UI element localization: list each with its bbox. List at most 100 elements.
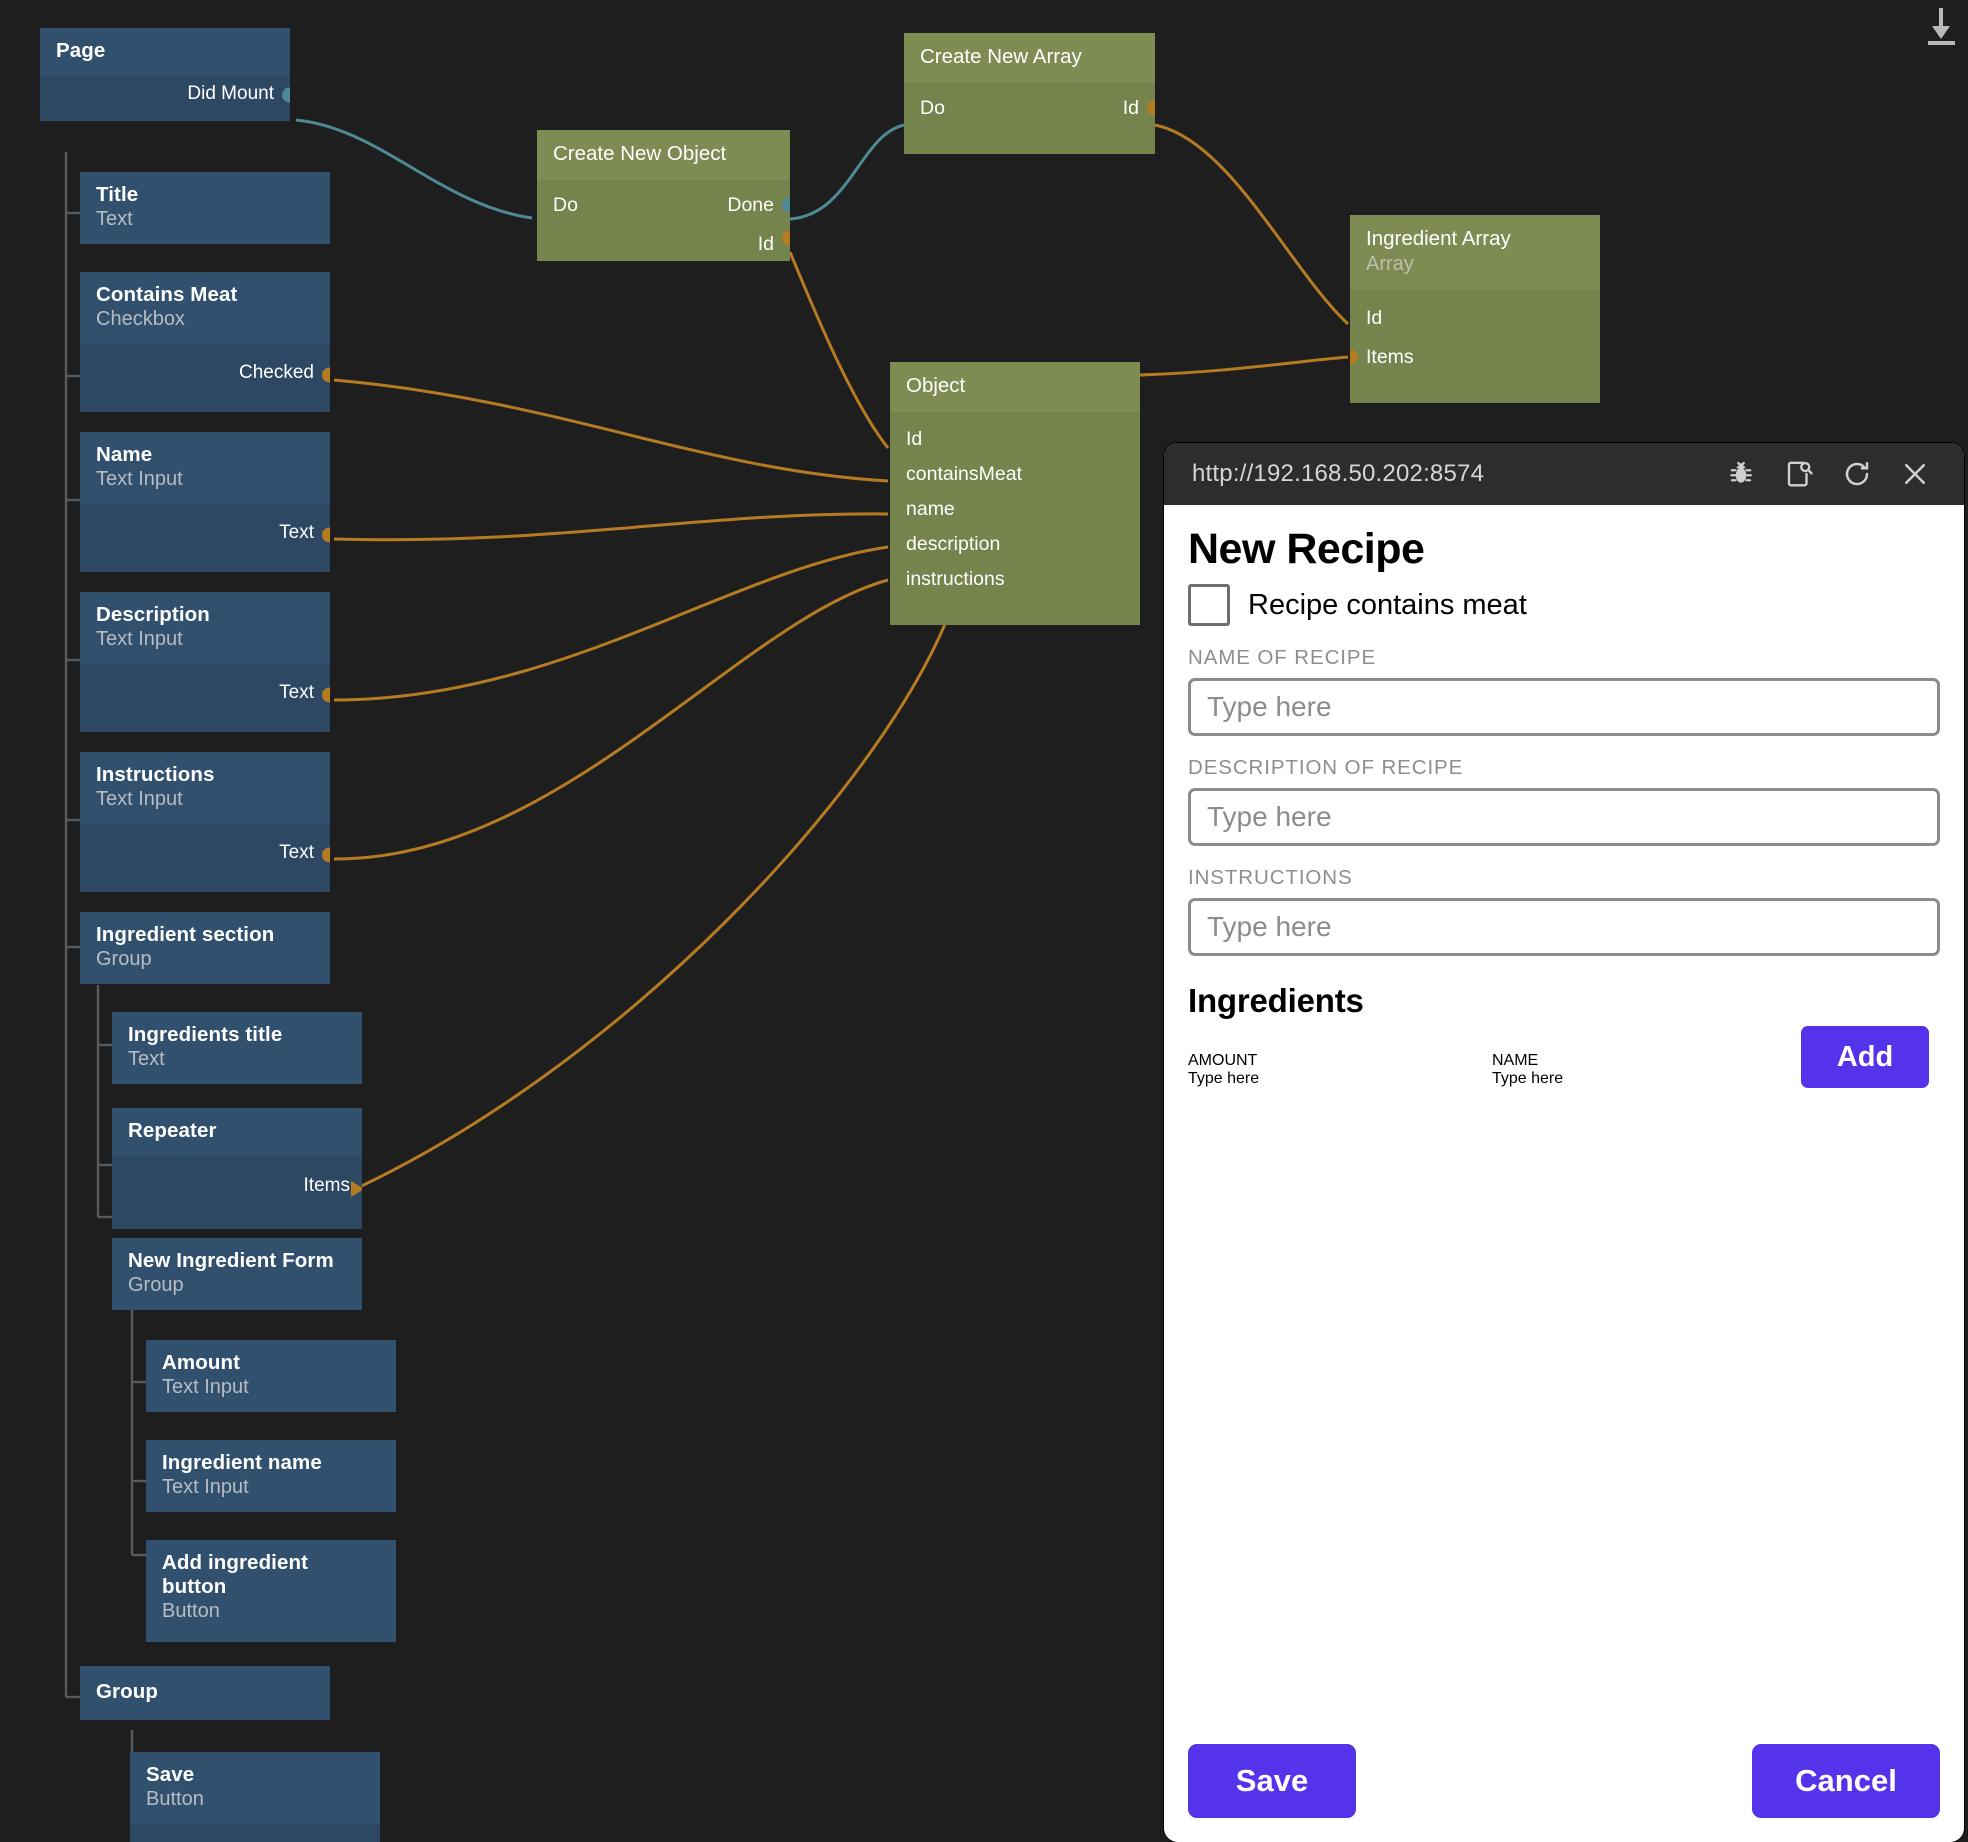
node-type: Group	[128, 1274, 184, 1297]
node-body: Id Items	[1350, 288, 1600, 403]
add-ingredient-button[interactable]: Add	[1801, 1026, 1929, 1089]
port-dot-icon[interactable]	[322, 847, 330, 863]
port-checked[interactable]: Checked	[80, 344, 330, 406]
description-of-recipe-input[interactable]: Type here	[1188, 788, 1940, 847]
node-title: Create New Object	[553, 142, 727, 165]
logic-node-ingredient-array[interactable]: Ingredient Array Array Id Items	[1350, 215, 1600, 403]
tree-node-repeater[interactable]: Repeater Items	[112, 1108, 362, 1230]
tree-node-new-ingredient-form[interactable]: New Ingredient Form Group	[112, 1238, 362, 1310]
output-label: Done	[727, 193, 774, 216]
logic-node-object[interactable]: Object Id containsMeat name description	[890, 362, 1140, 625]
cancel-button[interactable]: Cancel	[1752, 1744, 1940, 1818]
contains-meat-checkbox[interactable]	[1188, 584, 1230, 627]
node-title: Ingredients title	[128, 1023, 283, 1046]
port-dot-icon[interactable]	[282, 87, 290, 103]
node-title: Ingredient Array	[1366, 227, 1511, 250]
tree-node-group[interactable]: Group	[80, 1666, 330, 1721]
logic-row-do[interactable]: Do Id	[904, 89, 1155, 128]
node-type: Text Input	[96, 628, 183, 651]
address-bar[interactable]: http://192.168.50.202:8574	[1192, 460, 1485, 487]
tree-node-name[interactable]: Name Text Input Text	[80, 432, 330, 572]
close-icon[interactable]	[1886, 448, 1944, 500]
node-header: Ingredient name Text Input	[146, 1440, 396, 1512]
node-ports: Text	[80, 503, 330, 572]
field-label: INSTRUCTIONS	[1188, 866, 1353, 890]
inspect-icon[interactable]	[1770, 448, 1828, 500]
tree-node-ingredient-section[interactable]: Ingredient section Group	[80, 912, 330, 984]
tree-node-save[interactable]: Save Button	[130, 1752, 380, 1842]
ingredient-amount-input[interactable]: Type here	[1188, 1070, 1260, 1088]
node-ports: Did Mount	[40, 75, 290, 122]
download-icon[interactable]	[1924, 4, 1958, 45]
node-title: Title	[96, 183, 139, 206]
output-dot-icon[interactable]	[1147, 100, 1155, 116]
tree-node-contains-meat[interactable]: Contains Meat Checkbox Checked	[80, 272, 330, 412]
tree-node-ingredients-title[interactable]: Ingredients title Text	[112, 1012, 362, 1084]
contains-meat-row[interactable]: Recipe contains meat	[1188, 584, 1940, 627]
tree-node-amount[interactable]: Amount Text Input	[146, 1340, 396, 1412]
node-type: Text Input	[162, 1376, 249, 1399]
output-dot-icon[interactable]	[782, 197, 790, 213]
input-label: Id	[1366, 306, 1383, 329]
output-dot-icon[interactable]	[782, 230, 790, 246]
logic-row-id[interactable]: Id	[1350, 299, 1600, 338]
node-title: Object	[906, 374, 966, 397]
port-arrow-icon[interactable]	[351, 1181, 362, 1198]
port-label: Items	[303, 1175, 350, 1197]
input-dot-icon[interactable]	[1350, 349, 1358, 365]
field-label: NAME	[1492, 1052, 1539, 1070]
logic-row-containsmeat[interactable]: containsMeat	[890, 457, 1140, 492]
instructions-input[interactable]: Type here	[1188, 898, 1940, 957]
port-text[interactable]: Text	[80, 824, 330, 886]
node-ports: Items	[112, 1155, 362, 1230]
node-title: Contains Meat	[96, 283, 238, 306]
logic-row-name[interactable]: name	[890, 492, 1140, 527]
node-header: Group	[80, 1666, 330, 1720]
tree-node-ingredient-name[interactable]: Ingredient name Text Input	[146, 1440, 396, 1512]
node-header: Repeater	[112, 1108, 362, 1155]
logic-row-instructions[interactable]: instructions	[890, 562, 1140, 597]
port-label: Text	[279, 841, 314, 863]
output-label: Id	[757, 232, 774, 255]
port-items[interactable]: Items	[112, 1155, 362, 1223]
port-text[interactable]: Text	[80, 664, 330, 726]
logic-row-do[interactable]: Do Done	[537, 186, 790, 225]
port-label: Did Mount	[187, 83, 274, 105]
input-label: name	[906, 497, 955, 520]
logic-row-id[interactable]: Id	[890, 422, 1140, 457]
node-title: Page	[56, 39, 106, 62]
port-dot-icon[interactable]	[322, 687, 330, 703]
tree-node-description[interactable]: Description Text Input Text	[80, 592, 330, 732]
ingredient-name-input[interactable]: Type here	[1492, 1070, 1564, 1088]
logic-row-id[interactable]: Id	[537, 225, 790, 255]
node-ports: Text	[80, 663, 330, 732]
save-button[interactable]: Save	[1188, 1744, 1356, 1818]
input-label: instructions	[906, 567, 1005, 590]
node-type: Array	[1366, 252, 1414, 275]
node-title: Group	[96, 1680, 158, 1703]
ingredients-heading: Ingredients	[1188, 982, 1364, 1020]
port-text[interactable]: Text	[80, 504, 330, 566]
logic-row-description[interactable]: description	[890, 527, 1140, 562]
node-header: Create New Array	[904, 33, 1155, 83]
tree-node-page[interactable]: Page Did Mount	[40, 28, 290, 122]
tree-node-add-ingredient-button[interactable]: Add ingredient button Button	[146, 1540, 396, 1642]
tree-node-title[interactable]: Title Text	[80, 172, 330, 244]
node-type: Text	[96, 208, 133, 231]
name-of-recipe-input[interactable]: Type here	[1188, 678, 1940, 737]
port-dot-icon[interactable]	[322, 527, 330, 543]
input-label: Items	[1366, 345, 1414, 368]
bug-icon[interactable]	[1712, 448, 1770, 500]
tree-node-instructions[interactable]: Instructions Text Input Text	[80, 752, 330, 892]
reload-icon[interactable]	[1828, 448, 1886, 500]
node-ports: Text	[80, 823, 330, 892]
logic-node-create-new-array[interactable]: Create New Array Do Id	[904, 33, 1155, 154]
node-header: Save Button	[130, 1752, 380, 1824]
input-label: Do	[920, 96, 945, 119]
logic-row-items[interactable]: Items	[1350, 338, 1600, 377]
port-did-mount[interactable]: Did Mount	[40, 75, 290, 115]
logic-node-create-new-object[interactable]: Create New Object Do Done Id	[537, 130, 790, 261]
port-dot-icon[interactable]	[322, 367, 330, 383]
